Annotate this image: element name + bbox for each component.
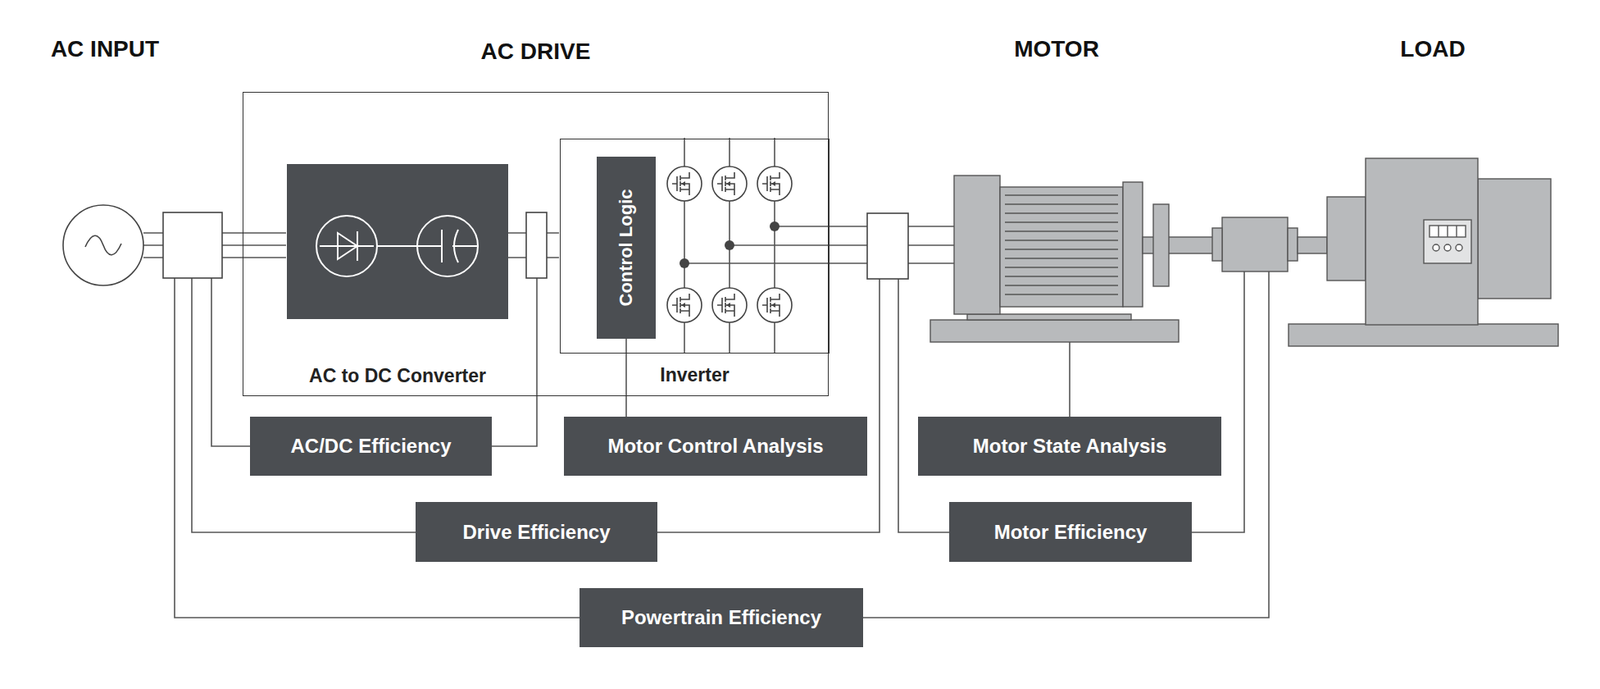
block-label: AC to DC Converter [309,364,487,387]
cooling-fin [1004,239,1119,241]
signal-line [625,338,628,417]
cooling-fin [1004,221,1119,223]
wires [143,137,1269,618]
box-label: Drive Efficiency [462,520,610,544]
analysis-box: Powertrain Efficiency [579,587,864,647]
box-label: Powertrain Efficiency [621,605,822,629]
cooling-fin [1004,230,1119,232]
cooling-fin [1004,275,1119,277]
cooling-fin [1004,293,1119,295]
junction-dots [679,221,780,269]
cooling-fin [1004,248,1119,250]
sensor-boxes [163,212,909,279]
box-label: Motor State Analysis [972,434,1168,458]
column-heading: AC INPUT [50,36,160,63]
cooling-fin [1004,284,1119,286]
cooling-fin [1004,203,1119,205]
analysis-box: Motor Efficiency [949,501,1192,562]
box-label: Motor Control Analysis [607,434,823,458]
diode-capacitor-symbols [286,163,509,319]
box-label: Motor Efficiency [994,520,1148,544]
inverter-block: InverterControl Logic [559,138,830,354]
cooling-fin [1004,266,1119,268]
ac-source-symbol [63,204,144,286]
block-label: Control Logic [615,189,637,307]
analysis-box: AC/DC Efficiency [250,416,492,476]
load-drawing [1288,158,1559,346]
control-logic-block: Control Logic [596,156,656,339]
cooling-fin [1004,194,1119,196]
section-heading: AC DRIVE [481,38,591,65]
converter-block: AC to DC Converter [286,163,509,319]
block-label: Inverter [659,363,729,387]
analysis-box: Drive Efficiency [415,501,658,562]
cooling-fin [1004,257,1119,259]
analysis-box: Motor Control Analysis [563,416,868,476]
column-heading: MOTOR [1013,36,1100,63]
column-heading: LOAD [1400,36,1465,63]
motor-drawing [930,175,1328,342]
drive-housing: AC DRIVEAC to DC ConverterInverterContro… [242,91,829,396]
transistor-symbols [667,166,792,323]
box-label: AC/DC Efficiency [290,434,451,458]
analysis-box: Motor State Analysis [918,416,1222,476]
cooling-fin [1004,212,1119,214]
